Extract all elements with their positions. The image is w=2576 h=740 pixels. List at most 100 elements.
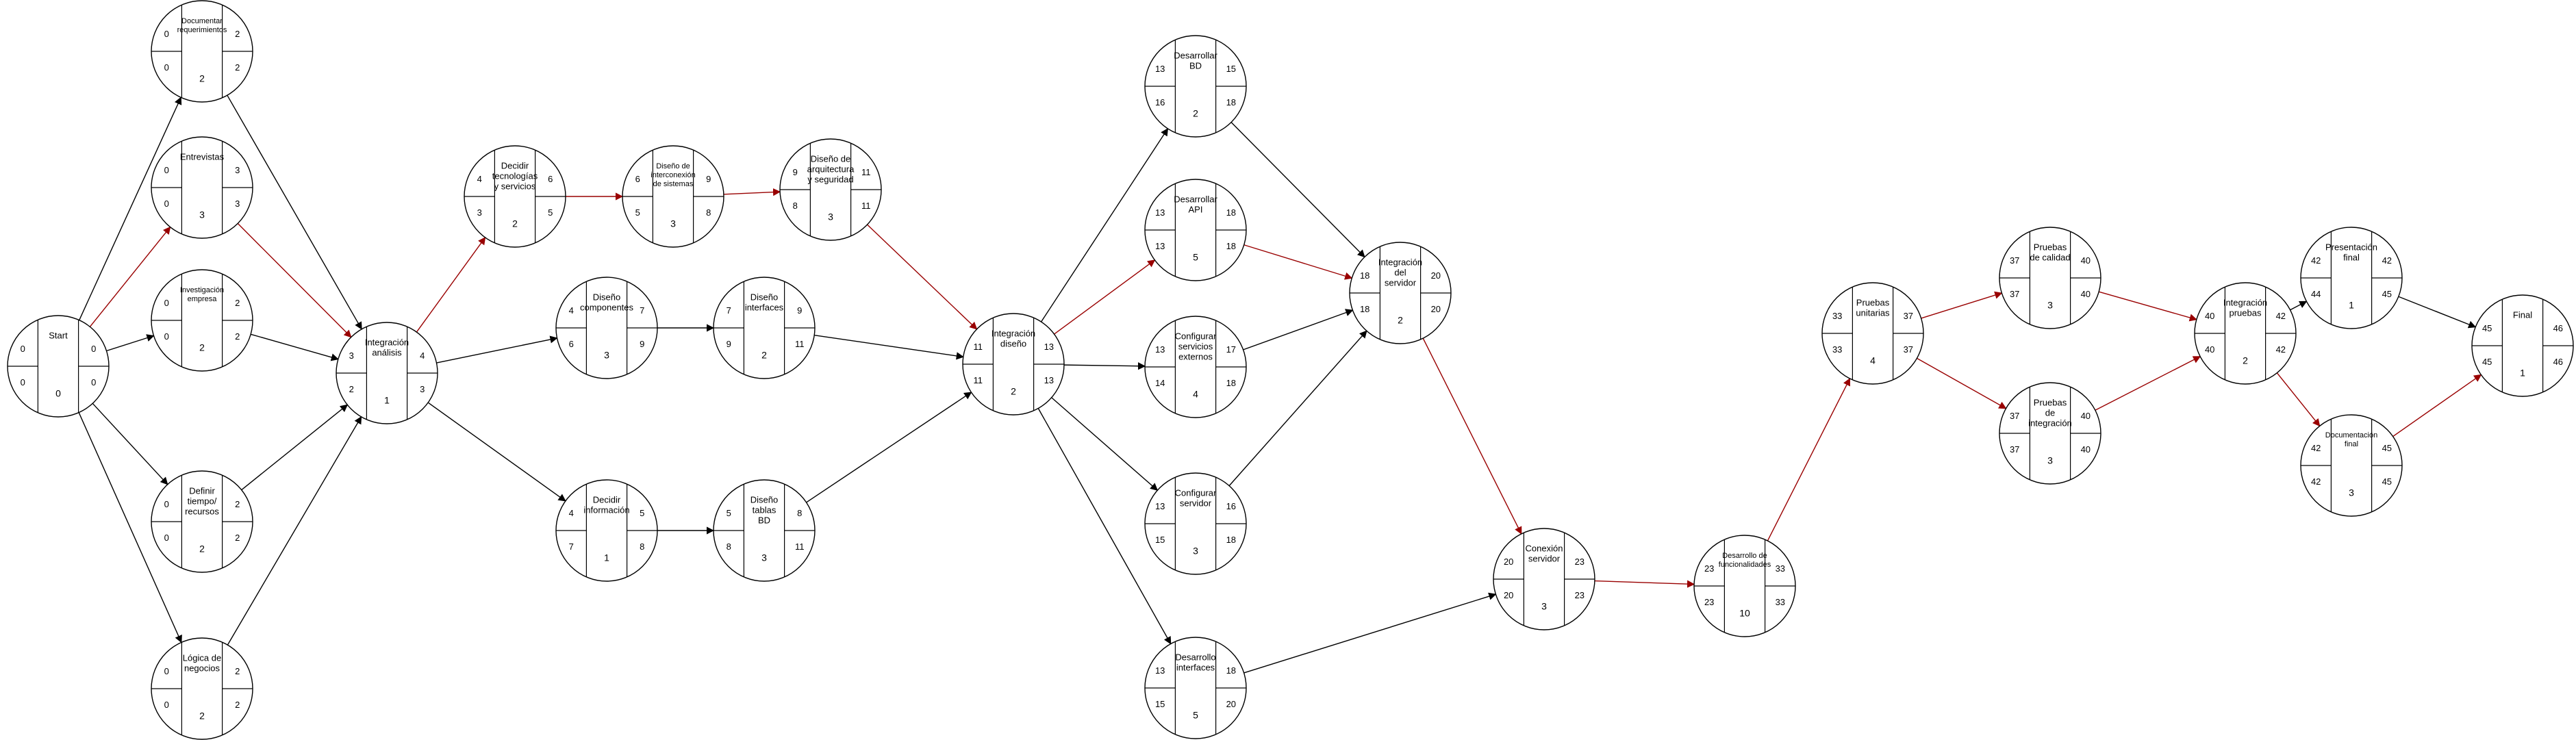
activity-name: información <box>583 505 629 515</box>
late-finish: 5 <box>548 207 553 218</box>
activity-name: de <box>2045 407 2055 418</box>
early-finish: 15 <box>1226 64 1236 74</box>
early-start: 11 <box>973 342 983 352</box>
dependency-arrow-pca-ipr <box>2098 291 2197 322</box>
late-finish: 2 <box>235 700 240 710</box>
early-finish: 42 <box>2276 311 2286 321</box>
late-finish: 18 <box>1226 535 1236 545</box>
dependency-arrow-pun-pca <box>1921 291 2003 319</box>
dependency-arrow-start-inv <box>106 334 155 352</box>
early-finish: 9 <box>706 174 711 184</box>
activity-name: Diseño <box>750 494 778 505</box>
late-finish: 20 <box>1431 304 1441 314</box>
activity-name: Desarrollo de <box>1722 552 1767 560</box>
early-start: 0 <box>21 344 25 354</box>
activity-name: externos <box>1178 351 1213 361</box>
dependency-arrow-pun-pin <box>1917 357 2007 409</box>
activity-name: Diseño <box>750 292 778 302</box>
activity-name: Diseño <box>593 292 620 302</box>
activity-duration: 3 <box>199 209 205 220</box>
early-start: 23 <box>1704 563 1714 574</box>
late-start: 13 <box>1155 241 1165 251</box>
late-finish: 9 <box>640 339 644 349</box>
activity-duration: 5 <box>1193 709 1198 720</box>
late-finish: 18 <box>1226 378 1236 388</box>
dependency-arrow-ian-din <box>427 402 566 502</box>
activity-duration: 2 <box>199 543 205 554</box>
activity-name: interfaces <box>1176 662 1215 672</box>
activity-duration: 2 <box>761 349 767 360</box>
early-start: 9 <box>793 167 798 177</box>
late-start: 8 <box>793 201 798 211</box>
activity-name: Diseño de <box>656 162 690 170</box>
late-start: 11 <box>973 375 983 385</box>
activity-name: Documentar <box>181 17 223 25</box>
early-finish: 8 <box>797 508 802 518</box>
activity-name: Definir <box>189 485 215 496</box>
early-start: 42 <box>2311 255 2321 266</box>
activity-duration: 3 <box>2047 299 2053 310</box>
late-finish: 40 <box>2081 444 2091 455</box>
late-finish: 20 <box>1226 699 1236 709</box>
activity-duration: 4 <box>1193 388 1198 399</box>
early-finish: 2 <box>235 666 240 676</box>
activity-name: servicios <box>1178 341 1213 351</box>
early-start: 3 <box>349 350 354 361</box>
activity-name: de calidad <box>2030 252 2070 262</box>
early-finish: 2 <box>235 29 240 39</box>
late-start: 3 <box>477 207 482 218</box>
activity-name: Start <box>49 330 68 340</box>
early-start: 7 <box>727 305 731 316</box>
late-finish: 11 <box>795 541 805 552</box>
activity-name: Pruebas <box>2034 397 2067 407</box>
dependency-arrow-cse-isv <box>1243 309 1354 350</box>
activity-duration: 3 <box>1193 545 1198 556</box>
late-start: 0 <box>164 533 169 543</box>
dependency-arrow-start-doc <box>79 97 182 320</box>
late-finish: 11 <box>795 339 805 349</box>
early-finish: 23 <box>1575 557 1584 567</box>
early-finish: 40 <box>2081 411 2091 421</box>
activity-name: servidor <box>1385 277 1417 288</box>
late-start: 33 <box>1832 344 1842 355</box>
dependency-arrow-dfi-fin <box>2392 374 2482 437</box>
dependency-arrow-das-idi <box>867 224 978 330</box>
early-start: 13 <box>1155 665 1165 676</box>
late-finish: 40 <box>2081 289 2091 299</box>
activity-name: Desarrollo <box>1175 652 1215 662</box>
late-start: 15 <box>1155 535 1165 545</box>
early-finish: 7 <box>640 305 644 316</box>
late-start: 15 <box>1155 699 1165 709</box>
activity-duration: 3 <box>670 218 676 229</box>
late-start: 0 <box>164 700 169 710</box>
early-start: 13 <box>1155 501 1165 511</box>
dependency-arrow-idi-dint <box>1037 408 1172 645</box>
activity-name: API <box>1189 204 1203 214</box>
late-start: 0 <box>164 62 169 73</box>
activity-duration: 2 <box>1398 314 1403 325</box>
activity-name: final <box>2345 440 2358 448</box>
activity-name: interfaces <box>745 302 784 312</box>
dependency-arrow-ent-ian <box>237 222 352 338</box>
dependency-arrows <box>78 94 2482 674</box>
activity-name: y servicios <box>494 181 536 191</box>
activity-name: tecnologías <box>492 170 538 181</box>
late-start: 14 <box>1155 378 1165 388</box>
activity-duration: 1 <box>2520 367 2525 378</box>
activity-duration: 3 <box>1541 600 1547 611</box>
activity-duration: 3 <box>2047 455 2053 465</box>
activity-duration: 4 <box>1870 355 1876 366</box>
dependency-arrow-cnx-dfn <box>1594 580 1695 588</box>
dependency-arrow-pfi-fin <box>2398 296 2477 329</box>
activity-duration: 2 <box>2243 355 2248 366</box>
early-start: 37 <box>2010 255 2019 266</box>
dependency-arrow-idi-dapi <box>1054 259 1156 335</box>
early-start: 0 <box>164 666 169 676</box>
